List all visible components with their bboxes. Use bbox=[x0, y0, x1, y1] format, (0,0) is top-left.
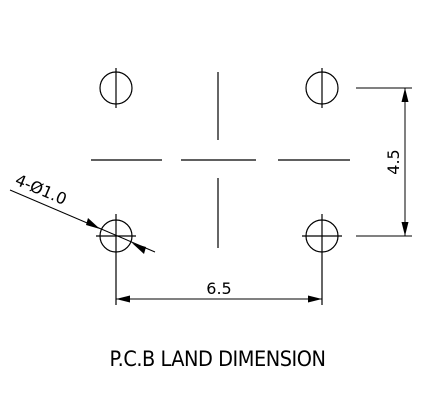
vertical-dimension bbox=[356, 87, 412, 237]
pad-bottom-left bbox=[96, 214, 136, 305]
drawing-caption: P.C.B LAND DIMENSION bbox=[109, 347, 326, 371]
vertical-dimension-label: 4.5 bbox=[384, 149, 403, 174]
pad-top-left bbox=[99, 68, 133, 108]
horizontal-dimension bbox=[116, 295, 322, 303]
hole-diameter-leader bbox=[9, 189, 156, 254]
pad-top-right bbox=[305, 68, 339, 108]
pad-bottom-right bbox=[302, 214, 342, 305]
center-crosshair bbox=[91, 72, 350, 248]
horizontal-dimension-label: 6.5 bbox=[206, 279, 231, 298]
